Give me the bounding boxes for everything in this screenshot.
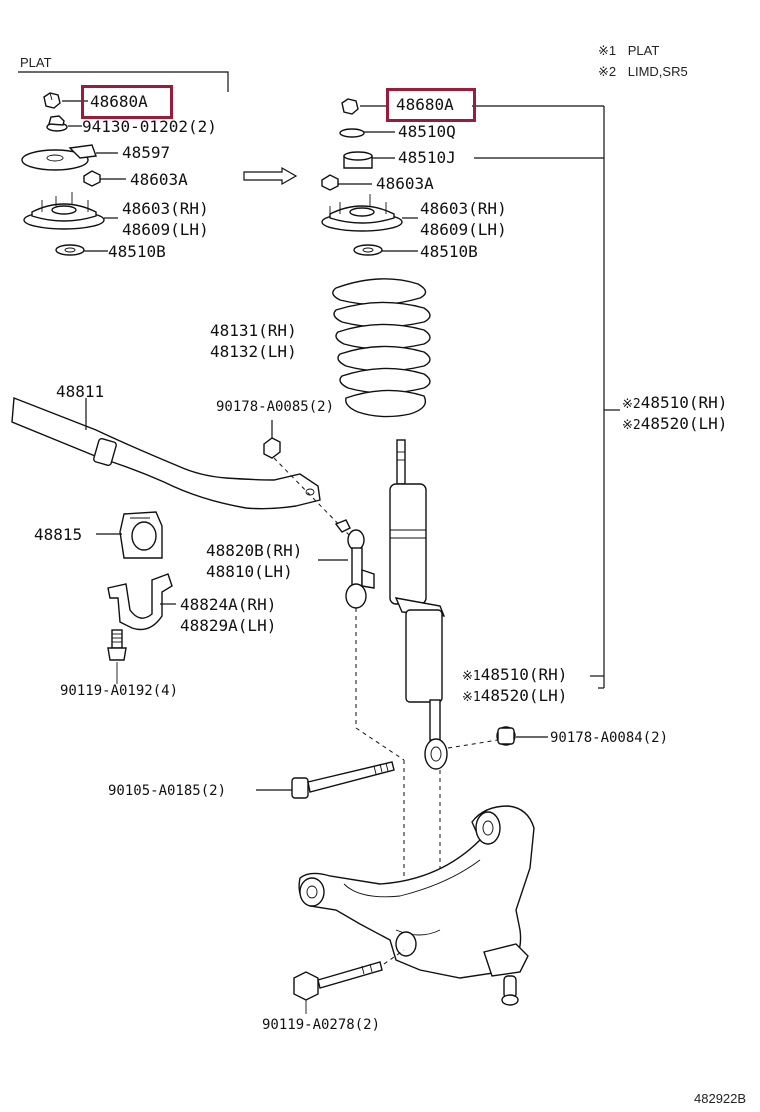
part-label-right-washer[interactable]: 48510B	[420, 242, 478, 261]
plat-group-bracket	[18, 71, 229, 92]
strut-n2-rh-text: 48510(RH)	[640, 393, 728, 412]
part-label-right-bolt[interactable]: 48603A	[376, 174, 434, 193]
part-label-long-bolt[interactable]: 90105-A0185(2)	[108, 783, 227, 799]
part-label-stabilizer-bar[interactable]: 48811	[56, 382, 105, 401]
part-label-lower-nut[interactable]: 90178-A0084(2)	[550, 730, 669, 746]
arrow-icon	[243, 166, 298, 186]
right-strut-support-icon	[321, 194, 403, 232]
part-label-left-support-rh[interactable]: 48603(RH)	[122, 199, 209, 218]
part-label-strut-n1-lh[interactable]: ※148520(LH)	[462, 687, 567, 707]
stabilizer-link-nut-icon	[263, 437, 281, 459]
right-nut-icon	[341, 98, 359, 115]
strut-n1-rh-text: 48510(RH)	[480, 665, 568, 684]
part-label-left-nut2[interactable]: 94130-01202(2)	[82, 117, 217, 136]
long-bolt-icon	[291, 761, 395, 799]
part-label-bracket-lh[interactable]: 48829A(LH)	[180, 616, 277, 635]
highlight-box-left	[81, 85, 173, 119]
part-label-right-washer-q[interactable]: 48510Q	[398, 122, 456, 141]
part-label-link-lh[interactable]: 48810(LH)	[206, 562, 293, 581]
left-bolt-icon	[83, 170, 126, 187]
part-label-left-support-lh[interactable]: 48609(LH)	[122, 220, 209, 239]
part-label-link-rh[interactable]: 48820B(RH)	[206, 541, 303, 560]
plat-group-label: PLAT	[20, 55, 52, 70]
lower-control-arm-icon	[298, 805, 535, 1006]
left-strut-support-icon	[23, 192, 105, 230]
left-flange-nut-icon	[46, 115, 68, 132]
part-label-strut-n1-rh[interactable]: ※148510(RH)	[462, 666, 567, 686]
strut-n1-lh-text: 48520(LH)	[480, 686, 568, 705]
part-label-left-cover[interactable]: 48597	[122, 143, 171, 162]
part-label-bracket-rh[interactable]: 48824A(RH)	[180, 595, 277, 614]
left-washer-icon	[55, 244, 85, 256]
shock-absorber-icon	[389, 439, 448, 770]
part-label-right-support-lh[interactable]: 48609(LH)	[420, 220, 507, 239]
note1-mark-lh: ※1	[462, 690, 481, 705]
bushing-bracket-icon	[107, 573, 173, 631]
bracket-bolt-icon	[107, 629, 127, 661]
coil-spring-icon	[332, 278, 431, 418]
part-label-right-support-rh[interactable]: 48603(RH)	[420, 199, 507, 218]
short-bolt-icon	[293, 961, 383, 1001]
right-washer-icon	[353, 244, 383, 256]
right-washer-q-icon	[339, 128, 365, 138]
lower-nut-icon	[496, 726, 516, 746]
part-label-strut-n2-rh[interactable]: ※248510(RH)	[622, 394, 727, 414]
legend-note2-text: LIMD,SR5	[627, 64, 688, 79]
right-cushion-icon	[343, 151, 373, 169]
legend-note1-mark: ※1	[598, 43, 617, 58]
part-label-left-nut[interactable]: 48680A	[90, 92, 148, 111]
part-label-strut-n2-lh[interactable]: ※248520(LH)	[622, 415, 727, 435]
part-label-spring-rh[interactable]: 48131(RH)	[210, 321, 297, 340]
stabilizer-link-icon	[334, 519, 375, 609]
part-label-bracket-bolt[interactable]: 90119-A0192(4)	[60, 683, 179, 699]
note1-mark-rh: ※1	[462, 669, 481, 684]
figure-id: 482922B	[694, 1091, 747, 1106]
part-label-stabilizer-bushing[interactable]: 48815	[34, 525, 83, 544]
part-label-left-bolt[interactable]: 48603A	[130, 170, 188, 189]
left-cover-icon	[21, 144, 97, 171]
left-nut-icon	[43, 92, 61, 109]
part-label-left-washer[interactable]: 48510B	[108, 242, 166, 261]
stabilizer-bushing-icon	[119, 511, 163, 559]
legend-note2-mark: ※2	[598, 64, 617, 79]
part-label-stabilizer-nut[interactable]: 90178-A0085(2)	[216, 399, 335, 415]
highlight-box-right	[386, 88, 476, 122]
legend-note1: ※1 PLAT	[598, 42, 659, 60]
legend-note2: ※2 LIMD,SR5	[598, 63, 688, 81]
note2-mark-rh: ※2	[622, 397, 641, 412]
right-bolt-icon	[321, 174, 372, 191]
note2-mark-lh: ※2	[622, 418, 641, 433]
part-label-spring-lh[interactable]: 48132(LH)	[210, 342, 297, 361]
part-label-right-cushion[interactable]: 48510J	[398, 148, 456, 167]
stabilizer-bar-icon	[11, 397, 321, 510]
legend-note1-text: PLAT	[627, 43, 660, 58]
strut-n2-lh-text: 48520(LH)	[640, 414, 728, 433]
part-label-right-nut[interactable]: 48680A	[396, 95, 454, 114]
part-label-short-bolt[interactable]: 90119-A0278(2)	[262, 1017, 381, 1033]
